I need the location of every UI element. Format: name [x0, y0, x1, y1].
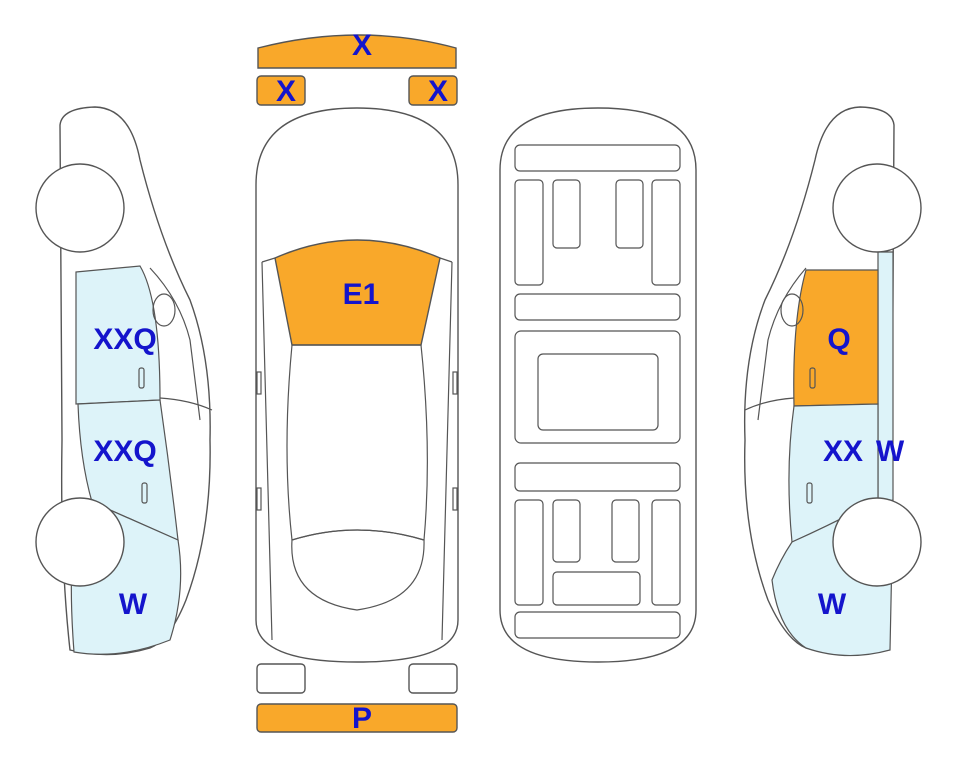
top-view — [255, 107, 459, 663]
left-side-windowline — [149, 267, 201, 421]
underside-view — [499, 107, 697, 663]
left-side-beltline — [159, 397, 213, 411]
right-rear-wheel-icon — [832, 497, 922, 587]
right-mirror-icon — [452, 371, 458, 395]
left-headlight-part[interactable] — [256, 75, 306, 106]
left-taillight-part[interactable] — [256, 663, 306, 694]
left-door-handle-icon — [256, 487, 262, 511]
left-front-wheel-icon — [35, 163, 125, 253]
left-headlight-label: X — [276, 75, 296, 108]
front-bumper-label: X — [352, 29, 372, 62]
hood-label: E1 — [343, 278, 380, 311]
right-door-handle-icon — [452, 487, 458, 511]
rear-bumper-label: P — [352, 702, 372, 735]
right-headlight-label: X — [428, 75, 448, 108]
right-rear-door-label: XX — [823, 435, 863, 468]
left-front-door-label: XXQ — [93, 323, 156, 356]
right-front-wheel-icon — [832, 163, 922, 253]
underside-body — [499, 107, 697, 663]
right-side-beltline — [744, 397, 795, 411]
top-view-rear-glass — [291, 529, 425, 611]
right-side-windowline — [757, 267, 807, 421]
front-bumper-part[interactable] — [257, 34, 457, 69]
left-mirror-side-icon — [152, 293, 176, 327]
left-rear-handle-icon — [141, 482, 148, 504]
hood-part[interactable] — [274, 239, 441, 346]
left-rear-door-label: XXQ — [93, 435, 156, 468]
right-front-handle-icon — [809, 367, 816, 389]
top-view-body — [255, 107, 459, 663]
top-view-pillars — [261, 261, 453, 641]
left-side-view — [35, 106, 213, 656]
left-front-handle-icon — [138, 367, 145, 389]
right-mirror-side-icon — [780, 293, 804, 327]
left-mirror-icon — [256, 371, 262, 395]
top-view-pillar-joins — [261, 257, 453, 263]
right-rear-handle-icon — [806, 482, 813, 504]
right-front-door-label: Q — [827, 323, 850, 356]
right-rear-quarter-label: W — [818, 588, 847, 621]
left-rear-wheel-icon — [35, 497, 125, 587]
right-rear-pillar-label: W — [876, 435, 905, 468]
left-rear-quarter-label: W — [119, 588, 148, 621]
rear-bumper-part[interactable] — [256, 703, 458, 733]
right-taillight-part[interactable] — [408, 663, 458, 694]
right-headlight-part[interactable] — [408, 75, 458, 106]
right-side-view — [743, 106, 922, 657]
